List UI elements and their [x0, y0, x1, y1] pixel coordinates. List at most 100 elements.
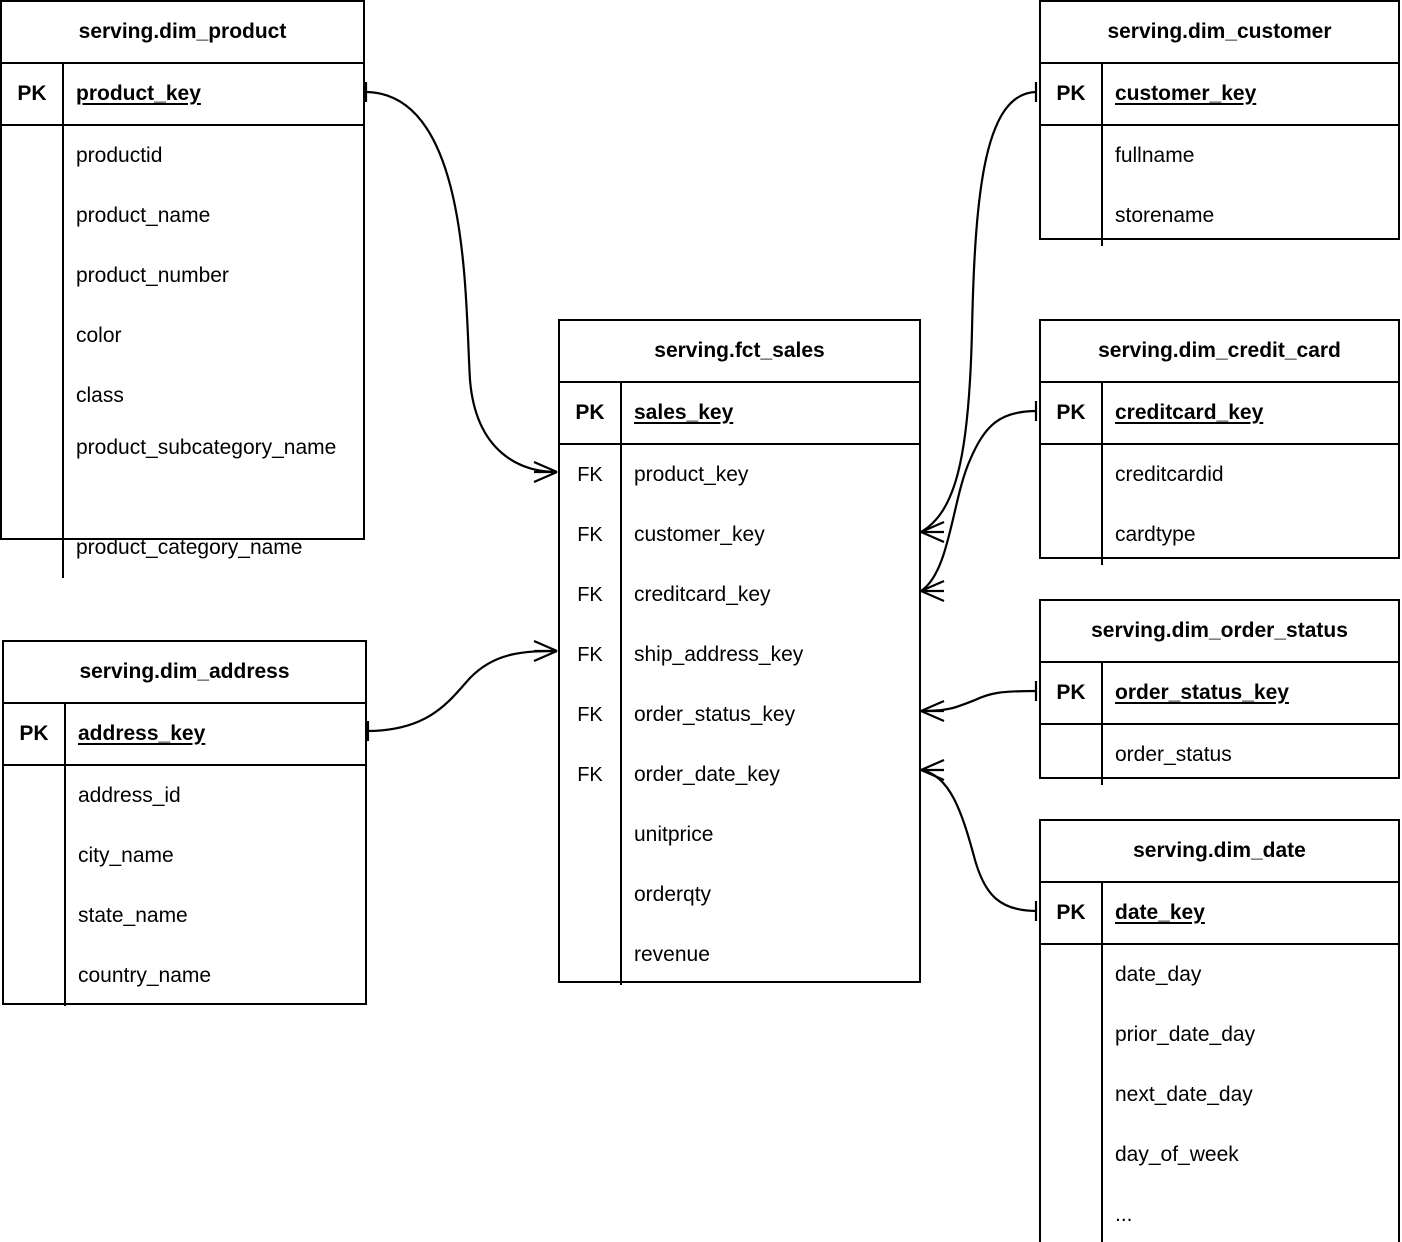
column-name-date-key: date_key — [1115, 900, 1205, 924]
key-badge — [2, 186, 64, 246]
column-row: creditcardid — [1041, 445, 1398, 505]
column-row: prior_date_day — [1041, 1005, 1398, 1065]
column-row: class — [2, 366, 363, 426]
column-row: storename — [1041, 186, 1398, 246]
column-name-next-date-day: next_date_day — [1115, 1082, 1253, 1106]
fk-badge: FK — [560, 445, 622, 505]
column-name-productid: productid — [76, 143, 163, 167]
column-name-orderqty: orderqty — [634, 882, 712, 906]
pk-badge: PK — [560, 383, 622, 443]
column-row: country_name — [4, 946, 365, 1006]
fk-badge: FK — [560, 565, 622, 625]
pk-row: PK sales_key — [560, 383, 919, 445]
column-name-unitprice: unitprice — [634, 822, 714, 846]
entity-columns: fullname storename — [1041, 126, 1398, 246]
entity-columns: productid product_name product_number co… — [2, 126, 363, 578]
column-name-revenue: revenue — [634, 942, 710, 966]
column-name-state-name: state_name — [78, 903, 188, 927]
pk-badge: PK — [1041, 663, 1103, 723]
column-name-address-id: address_id — [78, 783, 181, 807]
column-name-product-key: product_key — [76, 81, 201, 105]
key-badge — [1041, 445, 1103, 505]
fk-badge: FK — [560, 745, 622, 805]
entity-title: serving.dim_credit_card — [1041, 321, 1398, 383]
entity-fct-sales[interactable]: serving.fct_sales PK sales_key FK produc… — [558, 319, 921, 985]
column-name-sales-key: sales_key — [634, 400, 734, 424]
entity-dim-product[interactable]: serving.dim_product PK product_key produ… — [0, 0, 365, 578]
key-badge — [1041, 1065, 1103, 1125]
entity-columns: FK product_key FK customer_key FK credit… — [560, 445, 919, 985]
column-row: product_subcategory_name — [2, 426, 363, 518]
column-name-customer-key: customer_key — [1115, 81, 1257, 105]
column-name-order-status-key: order_status_key — [1115, 680, 1289, 704]
key-badge — [2, 246, 64, 306]
column-row: unitprice — [560, 805, 919, 865]
entity-dim-date[interactable]: serving.dim_date PK date_key date_day pr… — [1039, 819, 1400, 1242]
key-badge — [4, 886, 66, 946]
column-name-storename: storename — [1115, 203, 1215, 227]
column-name-address-key: address_key — [78, 721, 206, 745]
column-name-ship-address-key: ship_address_key — [634, 642, 804, 666]
column-name-product-subcategory-name: product_subcategory_name — [76, 436, 337, 459]
column-row: cardtype — [1041, 505, 1398, 565]
entity-dim-order-status[interactable]: serving.dim_order_status PK order_status… — [1039, 599, 1400, 785]
column-row: date_day — [1041, 945, 1398, 1005]
column-row: product_number — [2, 246, 363, 306]
entity-dim-customer[interactable]: serving.dim_customer PK customer_key ful… — [1039, 0, 1400, 246]
pk-badge: PK — [1041, 383, 1103, 443]
column-row: next_date_day — [1041, 1065, 1398, 1125]
column-name-city-name: city_name — [78, 843, 174, 867]
key-badge — [1041, 725, 1103, 785]
pk-row: PK order_status_key — [1041, 663, 1398, 725]
relationship-address — [366, 639, 558, 741]
column-name-creditcard-key: creditcard_key — [634, 582, 771, 606]
pk-row: PK product_key — [2, 64, 363, 126]
key-badge — [560, 865, 622, 925]
entity-title: serving.dim_address — [4, 642, 365, 704]
key-badge — [1041, 1005, 1103, 1065]
relationship-credit-card — [920, 401, 1038, 603]
entity-columns: date_day prior_date_day next_date_day da… — [1041, 945, 1398, 1242]
entity-dim-credit-card[interactable]: serving.dim_credit_card PK creditcard_ke… — [1039, 319, 1400, 565]
pk-badge: PK — [4, 704, 66, 764]
entity-title: serving.dim_product — [2, 2, 363, 64]
key-badge — [2, 518, 64, 578]
column-row: FK ship_address_key — [560, 625, 919, 685]
column-row: FK product_key — [560, 445, 919, 505]
column-row: orderqty — [560, 865, 919, 925]
column-row: address_id — [4, 766, 365, 826]
column-row: FK order_status_key — [560, 685, 919, 745]
column-row: order_status — [1041, 725, 1398, 785]
column-name-product-key: product_key — [634, 462, 749, 486]
column-name-color: color — [76, 323, 122, 347]
column-name-date-day: date_day — [1115, 962, 1202, 986]
column-name-order-status-key: order_status_key — [634, 702, 796, 726]
fk-badge: FK — [560, 685, 622, 745]
key-badge — [2, 426, 64, 518]
entity-dim-address[interactable]: serving.dim_address PK address_key addre… — [2, 640, 367, 1006]
key-badge — [2, 366, 64, 426]
pk-row: PK date_key — [1041, 883, 1398, 945]
pk-row: PK address_key — [4, 704, 365, 766]
column-name-order-status: order_status — [1115, 742, 1232, 766]
entity-columns: creditcardid cardtype — [1041, 445, 1398, 565]
entity-title: serving.fct_sales — [560, 321, 919, 383]
column-name-product-number: product_number — [76, 263, 229, 287]
pk-badge: PK — [1041, 883, 1103, 943]
key-badge — [1041, 126, 1103, 186]
relationship-customer — [920, 82, 1038, 544]
relationship-order-status — [920, 681, 1038, 723]
column-row: city_name — [4, 826, 365, 886]
pk-row: PK customer_key — [1041, 64, 1398, 126]
column-row: product_name — [2, 186, 363, 246]
column-row: ... — [1041, 1185, 1398, 1242]
column-row: FK order_date_key — [560, 745, 919, 805]
column-name-customer-key: customer_key — [634, 522, 765, 546]
column-row: fullname — [1041, 126, 1398, 186]
entity-title: serving.dim_customer — [1041, 2, 1398, 64]
fk-badge: FK — [560, 625, 622, 685]
entity-title: serving.dim_order_status — [1041, 601, 1398, 663]
column-name-fullname: fullname — [1115, 143, 1195, 167]
column-name-prior-date-day: prior_date_day — [1115, 1022, 1256, 1046]
